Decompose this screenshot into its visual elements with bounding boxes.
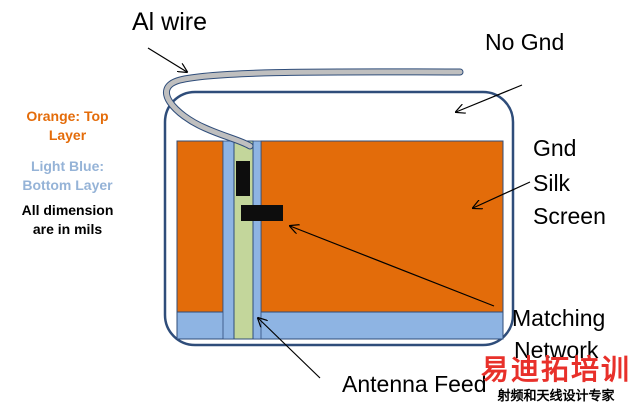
label-silk: Silk [533,170,571,196]
arrow-al-wire [147,47,187,72]
label-matching: Matching [512,305,605,331]
legend-orange-line1: Orange: Top [26,108,109,124]
top-layer-left-block [176,140,224,313]
watermark-subtitle: 射频和天线设计专家 [497,389,615,404]
legend-dimensions: All dimension are in mils [0,201,135,239]
legend-dim-line2: are in mils [32,221,103,237]
label-al-wire: Al wire [132,8,207,36]
arrow-matching [290,226,495,307]
label-network: Network [514,337,599,363]
legend-blue-line1: Light Blue: [30,158,105,174]
matching-component-vertical [236,161,250,196]
label-antenna-feed: Antenna Feed [342,371,487,397]
legend-dim-line1: All dimension [21,202,114,218]
al-wire [164,69,463,149]
legend-blue: Light Blue: Bottom Layer [0,157,135,195]
label-no-gnd: No Gnd [485,29,564,55]
legend-orange: Orange: Top Layer [0,107,135,145]
label-screen: Screen [533,203,606,229]
arrow-antenna-feed [258,318,321,379]
arrow-gnd-silk [473,181,531,208]
arrow-no-gnd [456,84,523,112]
matching-component-horizontal [241,205,283,221]
legend-orange-line2: Layer [48,127,87,143]
gap-right [252,140,262,340]
top-layer-right-block [260,140,504,313]
watermark-title: 易迪拓培训 [480,353,631,386]
legend-blue-line2: Bottom Layer [22,177,113,193]
label-gnd: Gnd [533,135,576,161]
gap-left [222,140,235,340]
